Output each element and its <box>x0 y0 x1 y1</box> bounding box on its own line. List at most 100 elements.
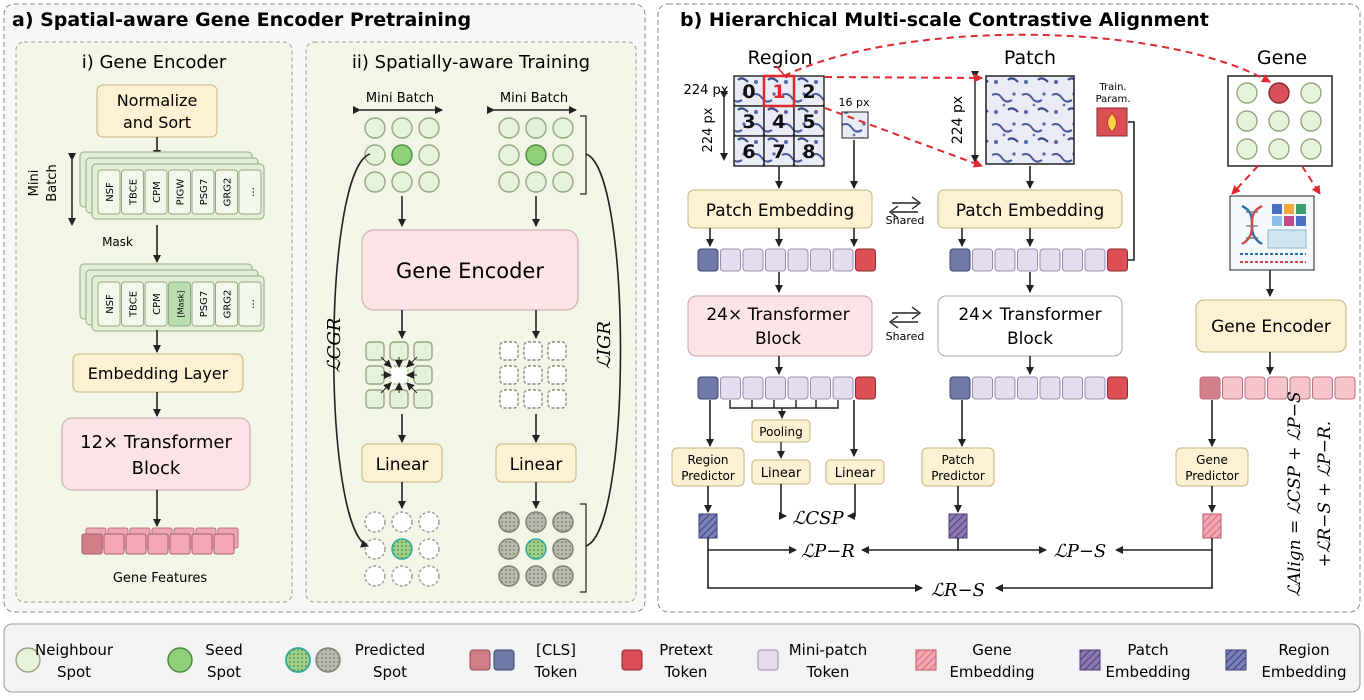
panel-b-title: b) Hierarchical Multi-scale Contrastive … <box>680 9 1209 31</box>
gene-card-label: GRG2 <box>223 290 234 319</box>
gene-card <box>238 281 262 327</box>
spot <box>364 144 386 166</box>
legend-mini-patch-line1: Mini-patch <box>789 641 868 659</box>
patch-title: Patch <box>1004 47 1056 69</box>
mini-patch-token <box>994 376 1016 400</box>
spot <box>498 171 520 193</box>
linear-left-label-a: Linear <box>376 455 429 475</box>
gene-token <box>1312 376 1333 400</box>
gene-cls-token <box>1199 376 1221 400</box>
feature-token <box>213 533 235 555</box>
mask-label: Mask <box>102 235 133 249</box>
gene-card-label: NSF <box>105 182 116 202</box>
spot <box>525 538 547 560</box>
mini-patch-token <box>1062 376 1083 400</box>
feature-token <box>169 533 191 555</box>
inward-arrow <box>406 356 418 368</box>
arrow-linear-to-csp-right <box>847 484 856 520</box>
region-cell-number: 8 <box>802 141 815 163</box>
legend-gene-embedding-line2: Embedding <box>949 663 1034 681</box>
patch-embedding-right-label: Patch Embedding <box>956 201 1105 221</box>
spot <box>552 565 574 587</box>
dna-icon <box>1240 204 1307 263</box>
puzzle-piece <box>413 341 433 361</box>
transformer-24-left-line1: 24× Transformer <box>706 305 849 325</box>
gene-card-label: PSG7 <box>199 291 210 318</box>
loss-ps-label: ℒP−S <box>1054 541 1107 562</box>
linear-mid-label: Linear <box>761 466 802 481</box>
legend-seed-line2: Spot <box>207 663 241 681</box>
cls-token <box>949 376 971 400</box>
gene-predictor-line2: Predictor <box>1185 469 1239 483</box>
mini-patch-token <box>810 248 831 272</box>
region-predictor-line2: Predictor <box>681 469 735 483</box>
transformer-24-right-line1: 24× Transformer <box>958 305 1101 325</box>
gene-encoder-label-b: Gene Encoder <box>1211 317 1331 337</box>
legend-region-embedding-icon <box>1225 649 1247 671</box>
spot <box>391 565 413 587</box>
cls-token <box>697 248 719 272</box>
spot <box>498 117 520 139</box>
gene-card-label: PIGW <box>176 179 187 206</box>
legend-neighbour-line1: Neighbour <box>35 641 114 659</box>
gene-spot <box>1268 138 1290 160</box>
gene-spot <box>1236 110 1258 132</box>
gene-token <box>1222 376 1243 400</box>
inward-arrow <box>406 382 418 394</box>
region-cell-number: 6 <box>742 141 755 163</box>
cgr-loop-arrow <box>332 153 371 548</box>
spot <box>418 171 440 193</box>
align-loss-line1: ℒAlign = ℒCSP + ℒP−S <box>1285 391 1305 596</box>
mini-label: Mini <box>27 170 42 197</box>
pooling-ticks <box>751 400 817 408</box>
gene-encoder-box-a <box>361 229 579 311</box>
gene-spot <box>1236 138 1258 160</box>
linear-right-label-a: Linear <box>510 455 563 475</box>
token-row-left-2 <box>697 376 876 400</box>
gene-encoder-label-a: Gene Encoder <box>396 259 544 283</box>
mini-batch-right-label: Mini Batch <box>500 91 568 106</box>
region-cell-number: 4 <box>772 111 785 133</box>
gene-card <box>238 169 262 215</box>
spot <box>418 565 440 587</box>
spot <box>391 511 413 533</box>
gene-card <box>121 169 144 215</box>
predicted-grid-left <box>364 511 440 587</box>
legend-cls-pink-icon <box>469 649 491 671</box>
gene-card <box>191 169 215 215</box>
mini-patch-token <box>720 376 741 400</box>
gene-token <box>1334 376 1356 400</box>
puzzle-piece <box>547 389 567 409</box>
pretext-token <box>855 248 876 272</box>
spot <box>498 511 520 533</box>
transformer-24-left-box <box>687 295 873 357</box>
spot <box>364 565 386 587</box>
mini-patch-token <box>765 248 786 272</box>
legend-region-embedding-line2: Embedding <box>1261 663 1346 681</box>
gene-card-label: ... <box>246 187 257 197</box>
legend-cls-line2: Token <box>534 663 578 681</box>
puzzle-grid-left <box>365 341 433 409</box>
loss-igr-label: ℒIGR <box>594 321 615 369</box>
transformer-24-right-line2: Block <box>1007 329 1053 349</box>
spot <box>498 565 520 587</box>
gene-card-label: ... <box>246 299 257 309</box>
loss-rs-label: ℒR−S <box>931 580 985 601</box>
puzzle-piece <box>523 389 543 409</box>
normalize-label: Normalize <box>117 91 198 110</box>
mini-patch-token <box>765 376 786 400</box>
legend-frame <box>3 623 1361 693</box>
spot <box>552 511 574 533</box>
predicted-grid-right <box>498 511 574 587</box>
transformer-12-box <box>61 417 251 491</box>
legend-seed-line1: Seed <box>205 641 243 659</box>
patch-embedding-left-box <box>687 189 873 229</box>
inward-arrow <box>380 382 392 394</box>
mini-patch-token <box>1062 248 1083 272</box>
region-cell-number: 7 <box>772 141 785 163</box>
arrow-region-to-rs <box>707 550 923 592</box>
spot <box>364 538 386 560</box>
region-cell <box>793 135 825 167</box>
spot <box>418 144 440 166</box>
